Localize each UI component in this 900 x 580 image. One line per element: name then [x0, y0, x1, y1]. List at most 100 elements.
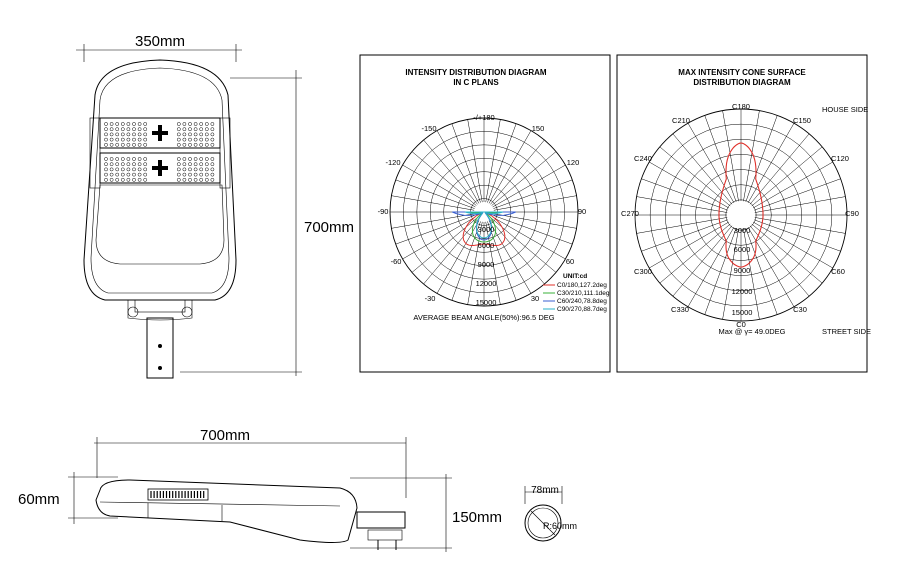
- led-dot: [193, 167, 198, 172]
- led-dot: [176, 167, 181, 172]
- led-dot: [143, 142, 148, 147]
- led-dot: [176, 162, 181, 167]
- c-label: C300: [634, 267, 652, 276]
- grid-spoke: [391, 213, 475, 229]
- side-view: 700mm 60mm 150mm: [18, 427, 502, 552]
- led-dot: [199, 167, 204, 172]
- led-dot: [104, 122, 108, 126]
- led-dot: [137, 157, 142, 161]
- led-dot: [176, 132, 181, 137]
- pole-spigot: [146, 317, 174, 379]
- led-dot: [210, 142, 215, 147]
- led-dot: [199, 177, 204, 182]
- led-dot: [143, 172, 148, 177]
- led-dot: [132, 177, 136, 182]
- grid-spoke: [423, 139, 478, 205]
- grid-spoke: [493, 215, 573, 245]
- angle-label: 150: [532, 124, 545, 133]
- grid-spoke: [436, 130, 480, 204]
- grid-spoke: [743, 110, 760, 202]
- led-dot: [109, 127, 114, 132]
- led-dot: [193, 132, 198, 137]
- unit-label: UNIT:cd: [563, 273, 587, 280]
- led-dot: [104, 127, 108, 132]
- cone-diagram: MAX INTENSITY CONE SURFACE DISTRIBUTION …: [616, 54, 871, 373]
- angle-label: 60: [566, 257, 574, 266]
- led-dot: [126, 137, 131, 142]
- led-dot: [104, 162, 108, 167]
- led-dot: [126, 142, 131, 147]
- grid-spoke: [743, 228, 760, 320]
- led-dot: [104, 172, 108, 177]
- led-dot: [210, 157, 215, 161]
- c-label: C0: [736, 320, 746, 329]
- grid-spoke: [649, 161, 730, 209]
- angle-label: 30: [531, 294, 539, 303]
- led-dot: [120, 157, 125, 161]
- grid-spoke: [492, 216, 566, 260]
- grid-spoke: [745, 115, 778, 202]
- side-thickness-label: 60mm: [18, 491, 60, 508]
- led-dot: [132, 157, 136, 161]
- led-dot: [182, 157, 187, 161]
- led-dot: [137, 162, 142, 167]
- grid-spoke: [751, 223, 823, 284]
- grid-spoke: [467, 119, 483, 203]
- mount-radius-label: R:60mm: [543, 521, 577, 531]
- led-dot: [182, 167, 187, 172]
- c-plane-panel: [359, 54, 611, 373]
- max-label: Max @ γ= 49.0DEG: [718, 327, 785, 336]
- led-dot: [193, 172, 198, 177]
- led-dot: [120, 142, 125, 147]
- led-dot: [176, 177, 181, 182]
- led-dot: [143, 177, 148, 182]
- led-dot: [193, 157, 198, 161]
- side-length-label: 700mm: [200, 427, 250, 444]
- led-dot: [204, 167, 209, 172]
- led-dot: [193, 122, 198, 126]
- grid-spoke: [395, 179, 475, 209]
- c-label: C30: [793, 305, 807, 314]
- led-dot: [126, 177, 131, 182]
- led-dot: [115, 142, 120, 147]
- led-dot: [109, 172, 114, 177]
- c-label: C240: [634, 154, 652, 163]
- led-dot: [126, 127, 131, 132]
- grid-spoke: [436, 220, 480, 294]
- grid-spoke: [395, 215, 475, 245]
- led-dot: [120, 122, 125, 126]
- led-dot: [104, 177, 108, 182]
- angle-label: 120: [567, 158, 580, 167]
- side-body: [95, 479, 358, 543]
- led-dot: [193, 127, 198, 132]
- led-dot: [115, 172, 120, 177]
- led-dot: [193, 162, 198, 167]
- led-dot: [137, 177, 142, 182]
- cone-title-2: DISTRIBUTION DIAGRAM: [693, 78, 791, 87]
- led-dot: [137, 132, 142, 137]
- c-plane-title-2: IN C PLANS: [453, 78, 499, 87]
- led-dot: [109, 142, 114, 147]
- led-dot: [137, 167, 142, 172]
- led-dot: [188, 167, 192, 172]
- led-dot: [199, 142, 204, 147]
- grid-spoke: [487, 221, 517, 301]
- grid-spoke: [488, 220, 532, 294]
- radial-label: 15000: [732, 308, 753, 317]
- housing-outline: [83, 59, 237, 301]
- led-dot: [176, 142, 181, 147]
- led-dot: [210, 137, 215, 142]
- led-dot: [204, 122, 209, 126]
- led-dot: [182, 132, 187, 137]
- led-dot: [204, 177, 209, 182]
- cone-intensity-curve: [718, 142, 764, 268]
- angle-label: 90: [578, 207, 586, 216]
- grid-spoke: [636, 217, 728, 234]
- grid-spoke: [752, 221, 833, 269]
- led-dot: [182, 122, 187, 126]
- c-label: C270: [621, 209, 639, 218]
- led-dot: [126, 162, 131, 167]
- grid-spoke: [722, 110, 739, 202]
- grid-spoke: [659, 146, 731, 207]
- c-plane-diagram: INTENSITY DISTRIBUTION DIAGRAM IN C PLAN…: [359, 54, 611, 373]
